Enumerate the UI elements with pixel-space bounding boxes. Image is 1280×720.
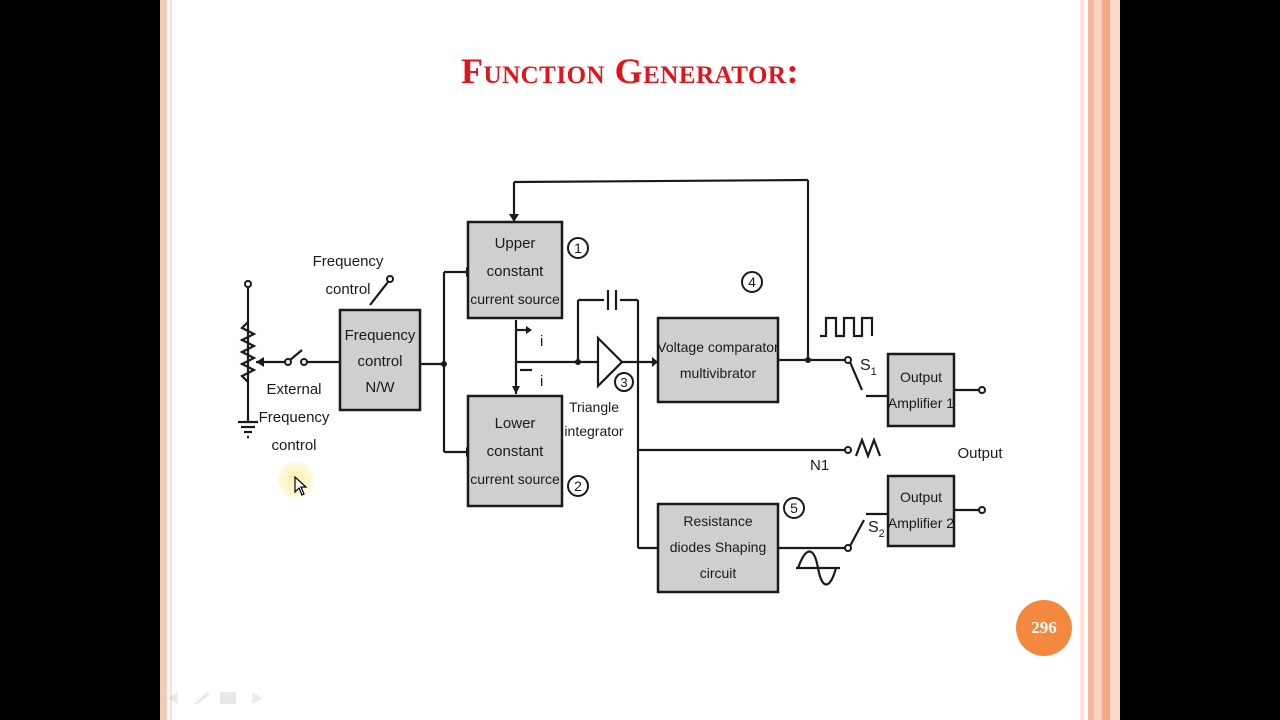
frequency-control-label-1: Frequency [313, 253, 384, 270]
amp2-label-2: Amplifier 2 [888, 515, 954, 531]
marker-1: 1 [567, 237, 589, 259]
triangle-wave-icon [854, 436, 882, 460]
function-generator-diagram: Frequency control N/W Upper constant cur… [238, 178, 1003, 594]
marker-3: 3 [614, 372, 634, 392]
upper-source-block [466, 220, 564, 320]
marker-2: 2 [567, 475, 589, 497]
amp2-label-1: Output [900, 489, 942, 505]
comparator-label-2: multivibrator [680, 365, 757, 381]
resistance-diodes-block [656, 502, 780, 594]
slide-title: Function Generator: [461, 51, 799, 91]
output-amplifier-1-block [886, 352, 956, 428]
amp1-label-1: Output [900, 369, 942, 385]
svg-text:5: 5 [790, 500, 798, 516]
previous-slide-icon[interactable] [168, 692, 178, 704]
slide-border-left [160, 0, 167, 720]
menu-icon[interactable] [220, 692, 236, 704]
external-label-2: Frequency [259, 409, 330, 426]
ground-icon [238, 420, 258, 439]
page-number-badge: 296 [1016, 600, 1072, 656]
next-slide-icon[interactable] [252, 692, 262, 704]
upper-label-3: current source [470, 291, 560, 307]
output-label: Output [957, 445, 1003, 462]
current-i-up: i [540, 333, 543, 350]
shaping-label-3: circuit [700, 565, 737, 581]
marker-5: 5 [783, 497, 805, 519]
frequency-control-nw-block [338, 308, 422, 412]
shaping-label-2: diodes Shaping [670, 539, 767, 555]
square-wave-icon [820, 316, 874, 338]
slide-border-left-inner [170, 0, 172, 720]
upper-label-1: Upper [495, 235, 536, 252]
triangle-integrator-label-1: Triangle [569, 399, 619, 415]
upper-label-2: constant [487, 263, 545, 280]
nw-label-2: control [357, 353, 402, 370]
slide-show-controls[interactable] [168, 692, 262, 704]
lower-label-2: constant [487, 443, 545, 460]
output-amplifier-2-block [886, 474, 956, 548]
amp1-label-2: Amplifier 1 [888, 395, 954, 411]
lower-label-3: current source [470, 471, 560, 487]
n1-label: N1 [810, 457, 829, 474]
slide-border-right [1080, 0, 1120, 720]
svg-text:4: 4 [748, 274, 756, 290]
svg-text:3: 3 [620, 375, 627, 390]
external-label-3: control [271, 437, 316, 454]
switch-s1-label: S1 [860, 357, 877, 378]
marker-4: 4 [741, 271, 763, 293]
lower-source-block [466, 394, 564, 508]
external-label-1: External [266, 381, 321, 398]
cursor-arrow-icon [294, 476, 308, 496]
svg-text:1: 1 [574, 240, 582, 256]
frequency-control-label-2: control [325, 281, 370, 298]
current-i-down: i [540, 373, 543, 390]
nw-label-1: Frequency [345, 327, 416, 344]
voltage-comparator-block [656, 316, 780, 404]
shaping-label-1: Resistance [683, 513, 752, 529]
switch-s2-label: S2 [868, 519, 885, 540]
svg-text:2: 2 [574, 478, 582, 494]
pen-icon[interactable] [194, 692, 210, 704]
triangle-integrator-label-2: integrator [564, 423, 623, 439]
nw-label-3: N/W [365, 379, 395, 396]
comparator-label-1: Voltage comparator [657, 339, 779, 355]
lower-label-1: Lower [495, 415, 536, 432]
slide: Function Generator: [160, 0, 1120, 720]
